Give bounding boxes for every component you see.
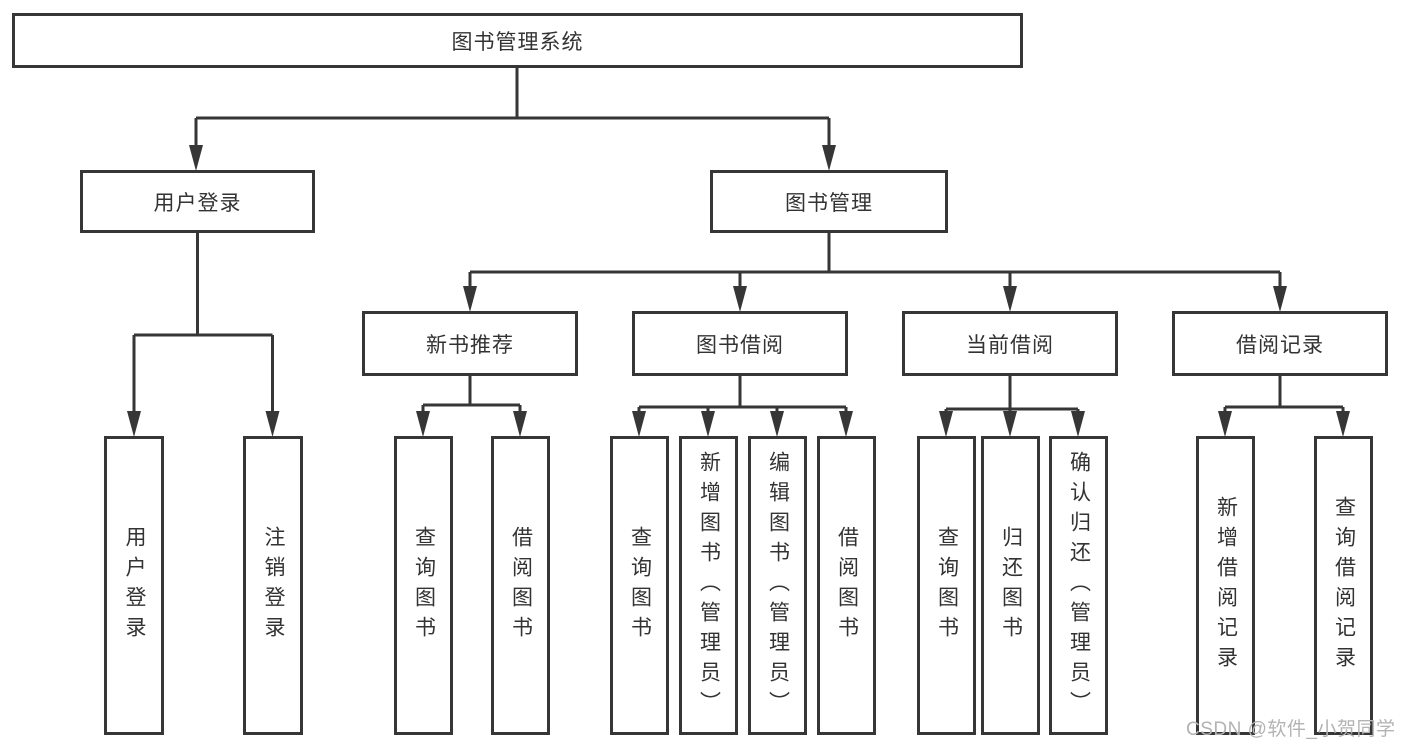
node-borrowing-records: 借阅记录 bbox=[1172, 311, 1388, 376]
leaf-return-books: 归还图书 bbox=[981, 436, 1040, 735]
csdn-watermark: CSDN @软件_小贺同学 bbox=[1186, 719, 1396, 740]
node-user-login: 用户登录 bbox=[80, 170, 315, 233]
leaf-logout: 注销登录 bbox=[243, 436, 303, 735]
leaf-edit-books-admin: 编辑图书（管理员） bbox=[748, 436, 807, 735]
node-book-borrowing: 图书借阅 bbox=[632, 311, 848, 376]
node-book-management: 图书管理 bbox=[710, 170, 948, 233]
node-root-system: 图书管理系统 bbox=[12, 13, 1023, 68]
leaf-borrow-books: 借阅图书 bbox=[817, 436, 876, 735]
leaf-add-books-admin: 新增图书（管理员） bbox=[679, 436, 738, 735]
leaf-add-borrow-record: 新增借阅记录 bbox=[1196, 436, 1255, 735]
leaf-query-books-current: 查询图书 bbox=[917, 436, 976, 735]
leaf-user-login: 用户登录 bbox=[104, 436, 164, 735]
leaf-query-books-recommend: 查询图书 bbox=[394, 436, 453, 735]
leaf-query-borrow-record: 查询借阅记录 bbox=[1314, 436, 1373, 735]
arrowhead-icons bbox=[127, 145, 1350, 437]
leaf-query-books-borrow: 查询图书 bbox=[610, 436, 669, 735]
leaf-confirm-return-admin: 确认归还（管理员） bbox=[1049, 436, 1108, 735]
node-new-book-recommendation: 新书推荐 bbox=[362, 311, 578, 376]
node-current-borrowing: 当前借阅 bbox=[902, 311, 1118, 376]
leaf-borrow-books-recommend: 借阅图书 bbox=[491, 436, 550, 735]
